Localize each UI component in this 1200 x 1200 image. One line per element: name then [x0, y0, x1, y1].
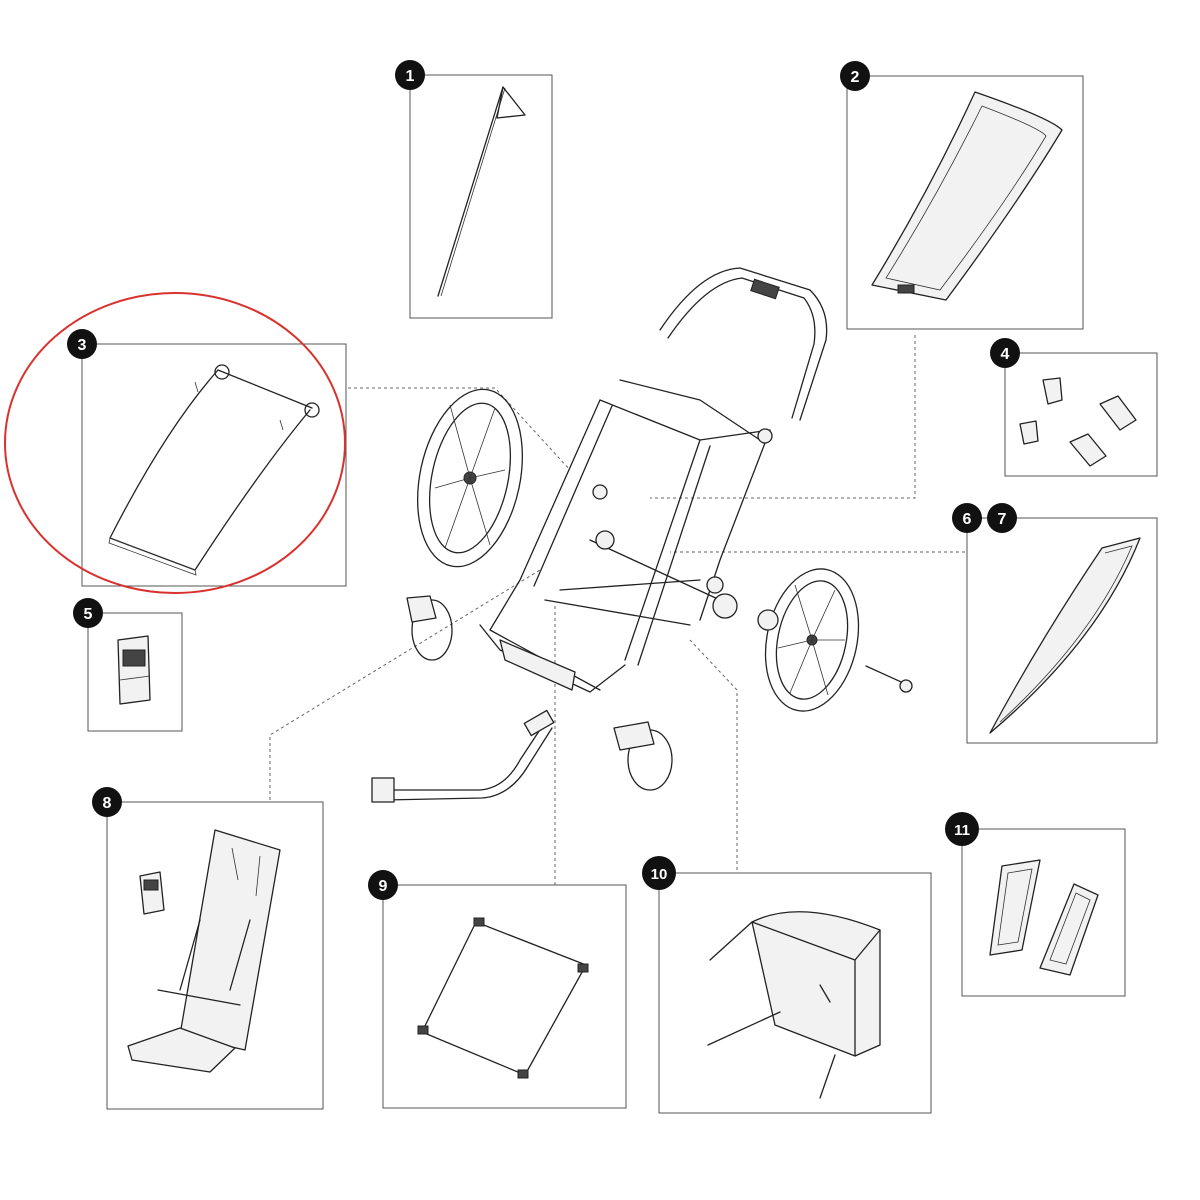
swivel-wheel-front-left [406, 595, 453, 661]
buckle-icon [117, 635, 151, 705]
clips-icon [1019, 377, 1137, 467]
svg-text:7: 7 [998, 511, 1007, 528]
part-box-5 [87, 612, 183, 732]
badge-3: 3 [67, 329, 97, 359]
part-box-6-7 [966, 517, 1158, 744]
sun-canopy-icon [871, 91, 1063, 301]
svg-text:9: 9 [379, 878, 388, 895]
badge-2: 2 [840, 61, 870, 91]
part-box-9 [382, 884, 627, 1109]
svg-text:10: 10 [651, 866, 668, 883]
svg-text:2: 2 [851, 69, 860, 86]
part-box-11 [961, 828, 1126, 997]
svg-text:3: 3 [78, 337, 87, 354]
part-box-10 [658, 872, 932, 1114]
svg-text:5: 5 [84, 606, 93, 623]
window-panel-icon [989, 537, 1141, 734]
large-wheel-right [712, 568, 913, 712]
part-box-2 [846, 75, 1084, 330]
reflector-icon [989, 859, 1099, 976]
svg-text:11: 11 [954, 822, 970, 839]
stroller-frame [479, 267, 828, 693]
svg-text:1: 1 [406, 68, 415, 85]
svg-text:6: 6 [963, 511, 972, 528]
badge-8: 8 [92, 787, 122, 817]
part-box-3 [81, 343, 347, 587]
seat-fabric-icon [417, 917, 589, 1079]
number-badges: 1 2 3 4 5 6 7 8 [67, 60, 1020, 900]
highlight-circle [4, 292, 346, 594]
safety-flag-icon [437, 86, 526, 297]
cargo-bag-icon [707, 911, 881, 1099]
part-box-1 [409, 74, 553, 319]
seat-harness-icon [127, 829, 281, 1073]
badge-5: 5 [73, 598, 103, 628]
large-wheel-left [416, 388, 524, 568]
badge-7: 7 [987, 503, 1017, 533]
badge-6: 6 [952, 503, 982, 533]
badge-10: 10 [642, 856, 676, 890]
badge-9: 9 [368, 870, 398, 900]
badge-1: 1 [395, 60, 425, 90]
part-box-8 [106, 801, 324, 1110]
badge-4: 4 [990, 338, 1020, 368]
tow-arm [371, 709, 555, 803]
svg-text:4: 4 [1001, 346, 1010, 363]
swivel-wheel-front-right [613, 721, 673, 791]
svg-text:8: 8 [103, 795, 112, 812]
badge-11: 11 [945, 812, 979, 846]
leader-lines [269, 335, 965, 885]
canopy-frame-icon [108, 364, 320, 576]
part-box-4 [1004, 352, 1158, 477]
